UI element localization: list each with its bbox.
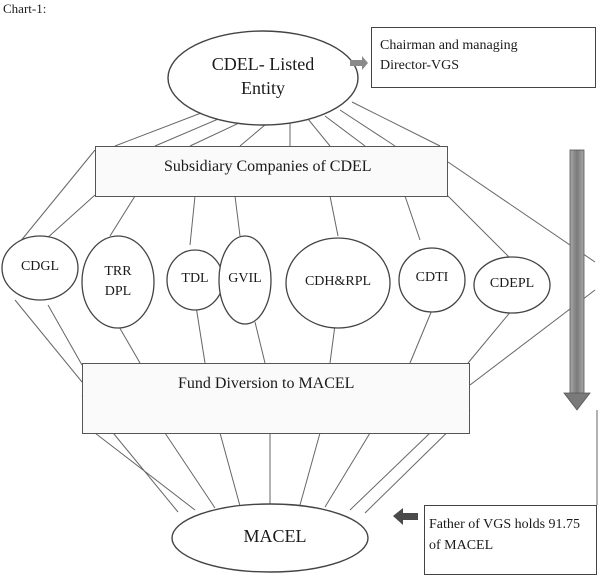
- oval-cdti: [398, 247, 466, 313]
- bottom-note-line1: Father of VGS holds 91.75: [429, 517, 581, 532]
- oval-cdepl: [473, 256, 551, 314]
- oval-cdh-rpl: [285, 237, 391, 329]
- subsidiary-box-label: Subsidiary Companies of CDEL: [164, 158, 372, 175]
- bottom-entity-label: MACEL: [243, 526, 307, 546]
- top-note-box: [371, 27, 596, 88]
- oval-label-trr-dpl-line2: DPL: [104, 284, 132, 300]
- bottom-note-text: Father of VGS holds 91.75 of MACEL: [429, 514, 580, 556]
- chart-label: Chart-1:: [3, 1, 47, 16]
- oval-label-tdl-line1: TDL: [181, 271, 209, 286]
- oval-label-tdl: TDL: [181, 271, 208, 287]
- oval-label-gvil: GVIL: [228, 271, 261, 287]
- top-note-line1: Chairman and managing: [380, 38, 518, 53]
- oval-gvil: [218, 235, 272, 325]
- down-flow-arrow-icon: [563, 149, 591, 411]
- connectors-upper-fan: [14, 149, 596, 263]
- left-arrow-icon: [393, 508, 418, 525]
- top-note-line2: Director-VGS: [380, 58, 460, 74]
- top-note-text: Chairman and managing Director-VGS: [380, 36, 518, 77]
- bottom-note-line2: of MACEL: [429, 538, 494, 553]
- top-entity-line1: CDEL- Listed: [211, 54, 315, 74]
- subsidiary-box: [95, 146, 448, 197]
- top-entity-label: CDEL- Listed Entity: [212, 52, 314, 101]
- oval-label-cdh-rpl-line1: CDH&RPL: [304, 274, 372, 289]
- right-arrow-icon: [350, 56, 368, 70]
- oval-label-cdti: CDTI: [416, 270, 449, 286]
- oval-label-cdgl: CDGL: [21, 259, 59, 275]
- oval-label-cdh-rpl: CDH&RPL: [305, 274, 371, 290]
- oval-label-cdepl-line1: CDEPL: [489, 276, 535, 291]
- oval-label-cdti-line1: CDTI: [415, 270, 449, 285]
- top-entity-ellipse: [167, 30, 359, 126]
- fund-box: [82, 363, 470, 434]
- oval-label-gvil-line1: GVIL: [228, 271, 262, 286]
- oval-cdgl: [1, 235, 79, 301]
- oval-label-cdepl: CDEPL: [490, 276, 534, 292]
- top-entity-line2: Entity: [240, 78, 285, 99]
- bottom-entity-ellipse: [171, 503, 369, 573]
- bottom-note-box: [424, 505, 597, 575]
- fund-box-label: Fund Diversion to MACEL: [178, 375, 355, 392]
- oval-label-cdgl-line1: CDGL: [20, 259, 60, 274]
- oval-label-trr-dpl-line1: TRR: [104, 264, 132, 279]
- oval-label-trr-dpl: TRR DPL: [104, 262, 131, 303]
- oval-trr-dpl: [81, 235, 155, 329]
